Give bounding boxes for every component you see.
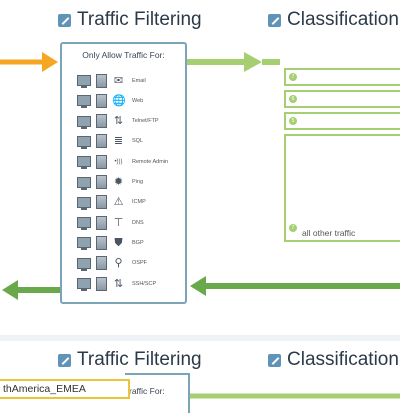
server-icon [96,93,107,108]
panel-title: Only Allow Traffic For: [82,50,165,60]
edit-icon[interactable] [268,13,281,27]
server-icon [96,195,107,210]
filter-to-class-arrowhead [244,52,262,72]
rule-row[interactable]: ⊤ DNS [77,214,144,231]
rule-row[interactable]: ⚲ OSPF [77,255,147,272]
rule-label: DNS [132,219,144,226]
classification-title-bottom: Classification [268,349,399,371]
computer-icon [77,176,91,190]
rule-row[interactable]: ✹ Ping [77,174,143,191]
priority-badge: 7 [289,224,297,232]
computer-icon [77,278,91,291]
rule-label: BGP [132,239,144,246]
flow-diagram [0,52,400,399]
rule-label: SSH/SCP [132,280,157,287]
server-icon [96,175,107,189]
server-icon [96,235,107,250]
rule-label: Remote Admin [132,158,169,165]
traffic-filter-panel: Only Allow Traffic For: ✉ Email 🌐 Web ⇅ Telne… [60,42,187,304]
priority-badge: 6 [289,95,297,103]
gear-icon: ✹ [113,176,124,188]
server-icon [96,134,107,149]
server-icon [96,154,107,169]
rule-label: ICMP [132,199,146,206]
traffic-filtering-title: Traffic Filtering [58,9,202,31]
computer-icon [77,217,91,231]
section-title-label: Traffic Filtering [77,349,202,370]
database-icon: ≣ [113,135,124,148]
server-icon [96,276,107,291]
return-arrowhead-right [190,276,206,296]
rule-row[interactable]: ⛊ BGP [77,234,144,251]
server-icon [96,73,107,88]
globe-icon: 🌐 [112,94,126,107]
section-title-label: Traffic Filtering [77,9,202,30]
rule-label: Web [132,97,144,104]
section-title-label: Classification [287,349,399,370]
class-row-4[interactable]: 7 [284,134,400,242]
transfer-icon: ⇅ [113,115,124,128]
input-arrowhead [42,52,58,72]
rule-row[interactable]: 🌐 Web [77,92,143,109]
rule-label: Telnet/FTP [132,118,159,125]
class-row-2[interactable]: 6 [284,90,400,108]
signal-icon: •))) [114,158,123,165]
edit-icon[interactable] [268,353,281,367]
computer-icon [77,75,91,88]
mail-icon: ✉ [113,74,124,87]
priority-badge: 7 [289,73,297,81]
network-name-label[interactable]: thAmerica_EMEA [0,379,130,399]
rule-label: Email [132,77,146,84]
class-row-3[interactable]: 5 [284,112,400,130]
all-other-traffic-label: all other traffic [302,228,356,238]
classification-title: Classification [268,9,399,31]
priority-badge: 5 [289,117,297,125]
rule-row[interactable]: •))) Remote Admin [77,153,168,170]
rule-row[interactable]: ⇅ SSH/SCP [77,275,156,292]
rule-label: SQL [132,138,144,145]
computer-icon [77,135,91,149]
rule-row[interactable]: ✉ Email [77,72,146,89]
location-pin-icon: ⚲ [114,257,123,270]
server-icon [96,256,107,271]
computer-icon [77,115,91,129]
rule-label: Ping [132,179,144,185]
return-arrowhead-left [2,280,18,300]
server-icon [96,114,107,129]
server-icon [96,215,107,230]
class-row-1[interactable]: 7 [284,68,400,86]
edit-icon[interactable] [58,353,71,367]
warning-icon: ⚠ [113,196,124,209]
rule-label: OSPF [132,260,147,267]
signpost-icon: ⊤ [113,216,124,229]
rule-row[interactable]: ⚠ ICMP [77,194,146,211]
edit-icon[interactable] [58,13,71,27]
traffic-filtering-title-bottom: Traffic Filtering [58,349,202,371]
rule-row[interactable]: ≣ SQL [77,133,143,150]
rule-row[interactable]: ⇅ Telnet/FTP [77,113,159,130]
computer-icon [77,257,91,271]
shield-icon: ⛊ [114,236,123,249]
transfer-icon: ⇅ [113,277,124,290]
computer-icon [77,196,91,210]
computer-icon [77,237,91,251]
panel-title-bottom: raffic For: [129,386,165,396]
section-title-label: Classification [287,9,399,30]
computer-icon [77,95,91,109]
computer-icon [77,156,91,170]
